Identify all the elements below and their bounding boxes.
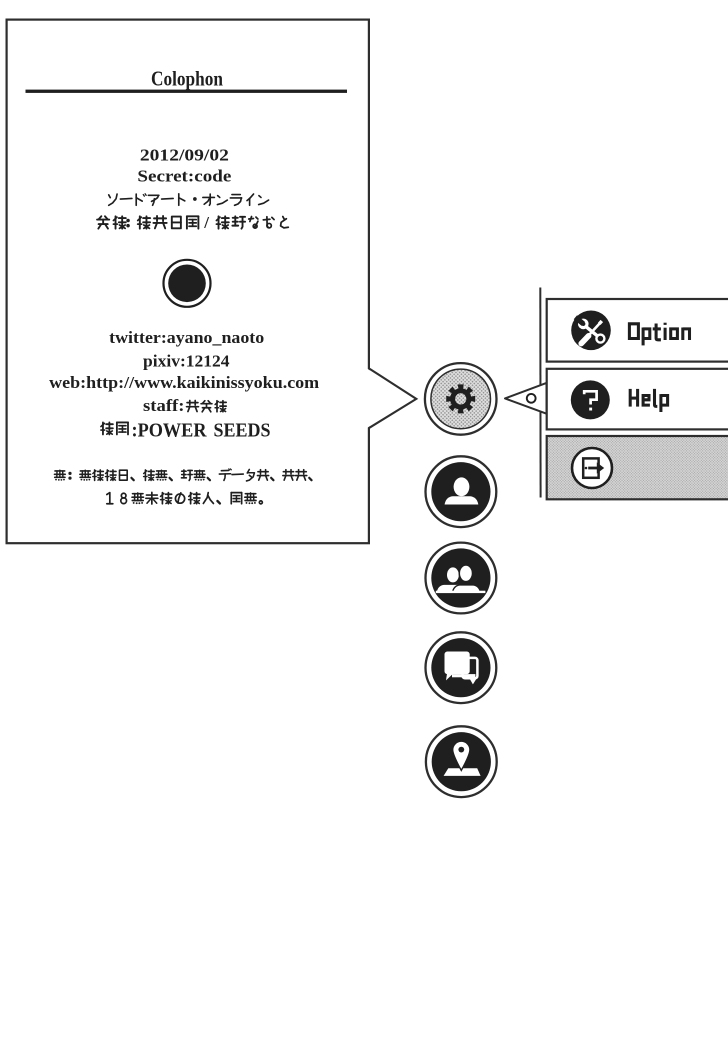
svg-text:/: / [203, 213, 209, 232]
svg-text:staff:: staff: [143, 396, 185, 415]
svg-text::POWER: :POWER [132, 420, 208, 441]
svg-text:twitter:ayano_naoto: twitter:ayano_naoto [109, 328, 264, 347]
svg-text:Colophon: Colophon [151, 67, 223, 91]
svg-text:2012/09/02: 2012/09/02 [140, 146, 229, 165]
svg-text:SEEDS: SEEDS [214, 420, 271, 441]
svg-text:Secret:code: Secret:code [137, 166, 231, 185]
svg-text:web:http://www.kaikinissyoku.c: web:http://www.kaikinissyoku.com [49, 373, 319, 392]
svg-text:pixiv:12124: pixiv:12124 [143, 351, 230, 370]
